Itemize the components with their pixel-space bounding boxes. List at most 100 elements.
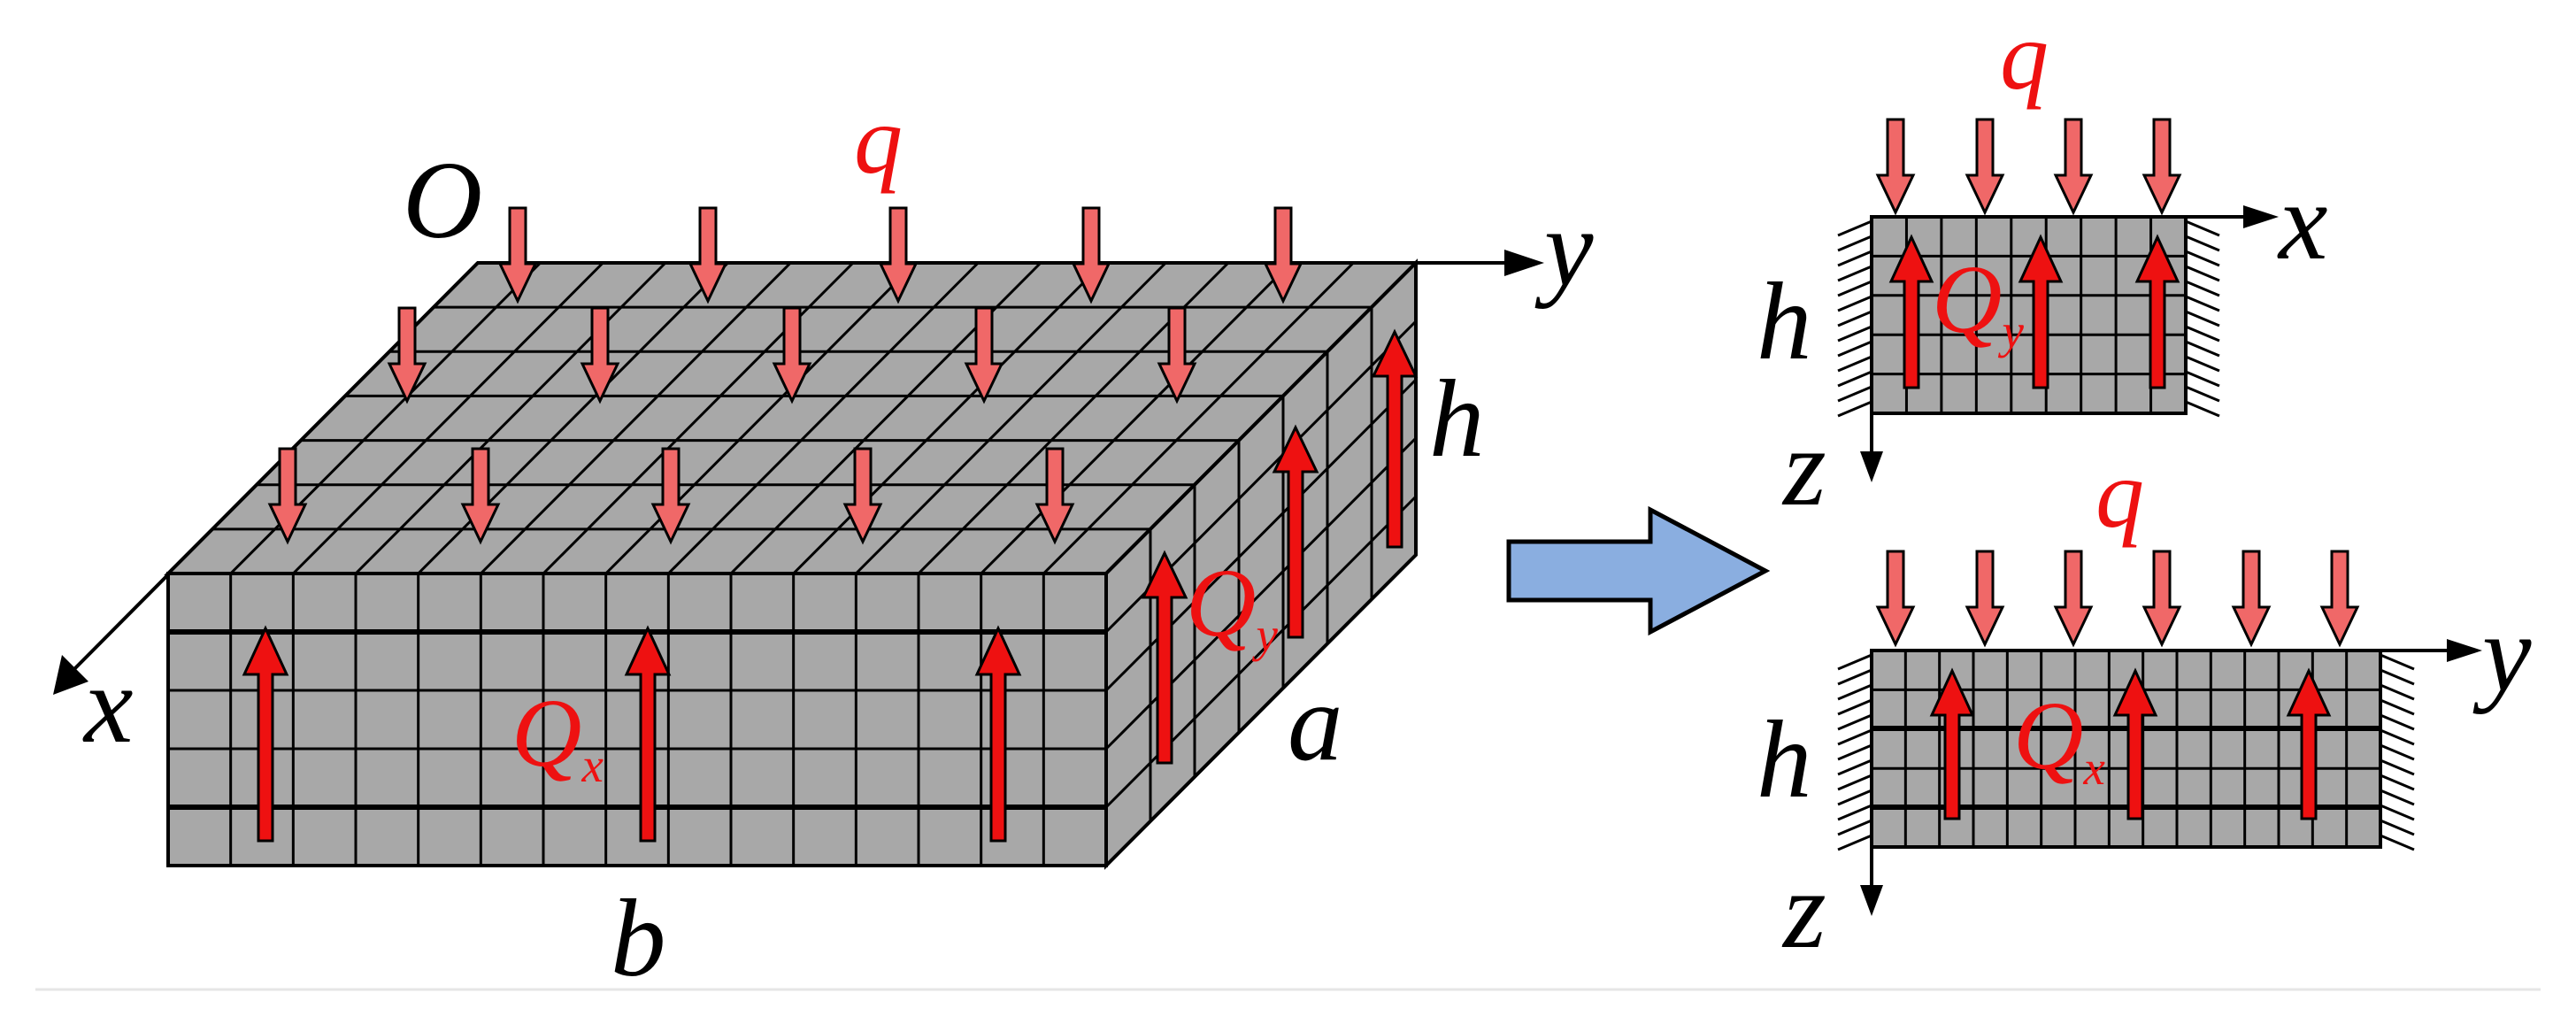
section-yz-qx-symbol: Q — [2013, 681, 2083, 789]
load-arrow — [1157, 306, 1197, 404]
section-xz-q-label: q — [2000, 2, 2049, 110]
support-hatch — [2380, 698, 2415, 716]
support-hatch — [1837, 653, 1872, 671]
support-hatch — [1837, 698, 1872, 716]
support-hatch — [2185, 265, 2220, 282]
top-grid-line — [604, 261, 917, 575]
support-hatch — [1837, 774, 1872, 791]
section-xz-h-label: h — [1757, 261, 1812, 383]
support-hatch — [1837, 310, 1872, 327]
a-dimension-label: a — [1288, 662, 1343, 784]
support-hatch — [2380, 789, 2415, 806]
section-yz-load-arrow — [2053, 550, 2094, 648]
y-axis-label: y — [1534, 188, 1594, 310]
top-grid-line — [980, 261, 1292, 575]
section-yz-load-arrow — [1875, 550, 1916, 648]
qy-arrow-1 — [1141, 550, 1188, 765]
support-hatch — [2380, 819, 2415, 836]
support-hatch — [2185, 400, 2220, 418]
section-xz-shear-arrow-2 — [2018, 234, 2064, 389]
support-hatch — [2185, 219, 2220, 237]
section-yz-load-arrow — [2319, 550, 2360, 648]
section-xz-load-arrows — [1875, 118, 2182, 216]
support-hatch — [1837, 250, 1872, 267]
support-hatch — [1837, 728, 1872, 746]
qy-arrow-2 — [1272, 424, 1319, 639]
section-yz-v-axis-label: z — [1781, 850, 1826, 972]
load-arrow — [842, 447, 883, 545]
shear-arrows-qx — [242, 625, 1022, 843]
support-hatch — [2185, 340, 2220, 358]
section-xz-shear-arrow-1 — [1888, 234, 1934, 389]
section-yz-shear-arrow-2 — [2112, 667, 2158, 820]
support-hatch — [1837, 834, 1872, 851]
section-xz-qy-symbol: Q — [1932, 245, 2002, 353]
section-yz-load-arrow — [2231, 550, 2272, 648]
section-yz-h-label: h — [1757, 699, 1812, 821]
load-arrow — [772, 306, 812, 404]
section-xz-qy-label: Qy — [1932, 245, 2024, 358]
support-hatch — [2185, 385, 2220, 403]
origin-label: O — [403, 140, 482, 262]
section-yz-load-arrow — [1965, 550, 2005, 648]
section-xz-load-arrow — [1875, 118, 1916, 216]
qx-arrow-2 — [624, 625, 672, 843]
section-yz-v-arrowhead — [1860, 885, 1883, 916]
load-arrow — [387, 306, 427, 404]
qy-symbol: Q — [1186, 549, 1256, 657]
support-hatch — [1837, 758, 1872, 776]
qx-symbol: Q — [511, 679, 581, 787]
support-hatch — [1837, 325, 1872, 343]
qx-arrow-1 — [242, 625, 289, 843]
support-hatch — [1837, 265, 1872, 282]
section-xz-block — [1870, 215, 2188, 415]
section-yz-load-arrow — [2142, 550, 2182, 648]
support-hatch — [1837, 400, 1872, 418]
top-grid-line — [855, 261, 1167, 575]
top-grid-line — [542, 261, 855, 575]
support-hatch — [1837, 370, 1872, 388]
load-arrow — [1263, 206, 1303, 304]
h-dimension-label: h — [1429, 358, 1485, 481]
support-hatch — [2185, 250, 2220, 267]
qx-arrow-3 — [974, 625, 1022, 843]
b-dimension-label: b — [611, 878, 666, 1000]
support-hatch — [2185, 355, 2220, 373]
load-arrow — [964, 306, 1004, 404]
support-hatch — [2380, 774, 2415, 791]
plate-front-face — [166, 572, 1108, 867]
section-xz-shear-arrows — [1888, 234, 2180, 389]
support-hatch — [1837, 789, 1872, 806]
load-arrow — [650, 447, 691, 545]
y-axis-arrowhead — [1504, 250, 1544, 276]
section-yz-h-axis-label: y — [2472, 593, 2532, 715]
load-arrow — [497, 206, 538, 304]
section-xz-v-arrowhead — [1860, 451, 1883, 482]
top-grid-line — [667, 261, 980, 575]
support-hatch — [1837, 743, 1872, 761]
section-xz-h-arrowhead — [2243, 205, 2279, 228]
load-arrows-q — [267, 206, 1303, 545]
support-hatch — [2380, 668, 2415, 686]
support-hatch — [1837, 355, 1872, 373]
section-yz-qx-subscript: x — [2082, 741, 2105, 795]
section-yz-load-arrows — [1875, 550, 2360, 648]
section-xz: q x z h Qy — [1757, 2, 2327, 529]
support-hatch — [2380, 758, 2415, 776]
top-grid-line — [1042, 261, 1355, 575]
q-load-label: q — [854, 86, 903, 194]
support-hatch — [1837, 713, 1872, 731]
section-xz-load-arrow — [2142, 118, 2182, 216]
support-hatch — [2185, 235, 2220, 252]
top-grid-line — [792, 261, 1104, 575]
section-yz-q-label: q — [2095, 440, 2144, 548]
x-axis-label: x — [82, 644, 133, 766]
section-xz-h-axis-label: x — [2277, 161, 2327, 283]
plate-3d: O y x h a b q Qx Qy — [53, 86, 1594, 1000]
qy-subscript: y — [1251, 608, 1278, 662]
section-yz-shear-arrows — [1929, 667, 2332, 820]
support-hatch — [1837, 280, 1872, 297]
load-arrow — [1034, 447, 1075, 545]
support-hatch — [1837, 819, 1872, 836]
